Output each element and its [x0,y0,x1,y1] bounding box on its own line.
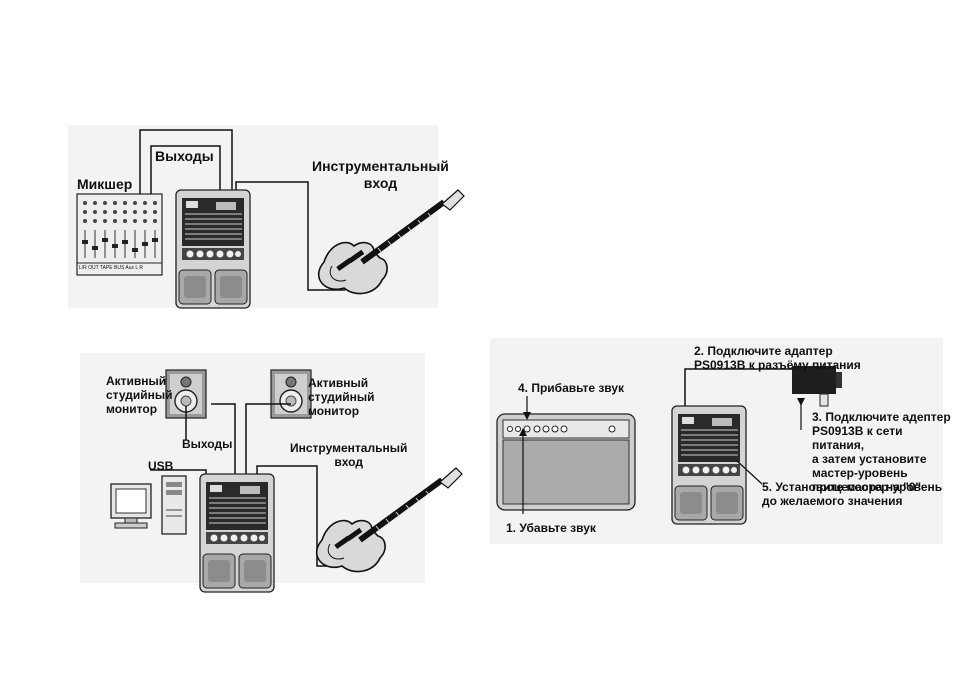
mixer-panel-labels: L/R OUT TAPE BUS Aux L R [79,265,144,271]
monitor-right-label: Активный студийный монитор [308,376,375,418]
step-5-label: 5. Установите мастер-уровень до желаемог… [762,480,943,508]
instrument-input-label-1: Инструментальный вход [312,158,449,191]
mixer-label: Микшер [77,176,133,192]
step-2-label: 2. Подключите адаптер PS0913B к разъёму … [694,344,861,372]
instrument-input-label-2: Инструментальный вход [290,441,408,469]
studio-monitor-right [270,369,312,419]
outputs-label-2: Выходы [182,437,233,451]
monitor-left-label: Активный студийный монитор [106,374,173,416]
power-adapter [792,366,842,407]
usb-label: USB [148,459,174,473]
guitar-1 [319,190,464,294]
effects-processor-3 [671,405,747,525]
guitar-2 [317,468,462,572]
step-4-label: 4. Прибавьте звук [518,381,625,395]
mixer-device [76,193,163,276]
effects-processor-1 [175,189,251,309]
step-3-label: 3. Подключите адептер PS0913B к сети пит… [812,410,951,494]
effects-processor-2 [199,473,275,593]
outputs-label-1: Выходы [155,148,214,164]
guitar-amplifier [496,413,636,511]
step-1-label: 1. Убавьте звук [506,521,596,535]
computer [110,475,187,535]
